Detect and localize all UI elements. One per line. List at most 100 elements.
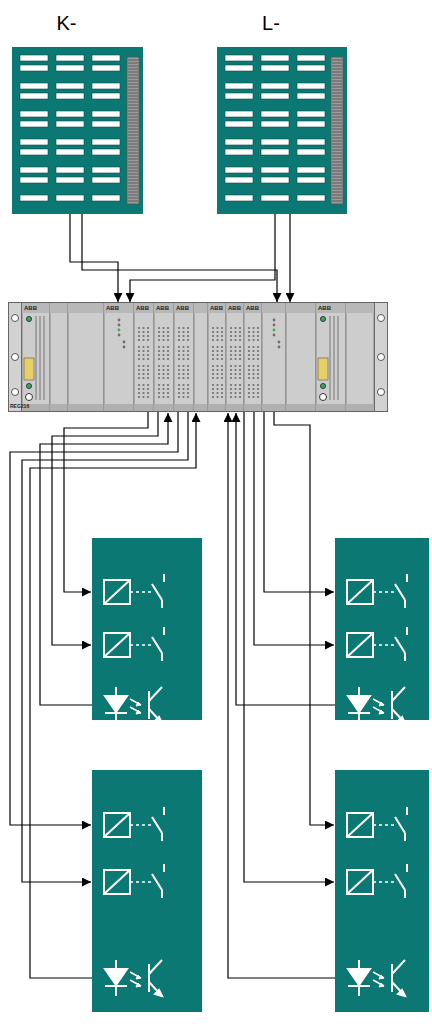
- drawing-circle: [378, 354, 385, 361]
- signal-arrow: [289, 214, 290, 302]
- drawing-rect: [225, 55, 253, 61]
- drawing-circle: [216, 392, 218, 394]
- signal-wire: [264, 412, 334, 592]
- drawing-circle: [158, 358, 160, 360]
- optocoupler-symbol: [348, 960, 405, 996]
- drawing-circle: [187, 358, 189, 360]
- drawing-circle: [234, 392, 236, 394]
- drawing-circle: [378, 315, 385, 322]
- drawing-circle: [167, 331, 169, 333]
- drawing-rect: [174, 404, 194, 411]
- drawing-circle: [234, 339, 236, 341]
- drawing-rect: [208, 404, 226, 411]
- drawing-rect: [261, 83, 289, 89]
- drawing-circle: [12, 389, 19, 396]
- drawing-circle: [182, 369, 184, 371]
- drawing-circle: [230, 392, 232, 394]
- drawing-circle: [162, 392, 164, 394]
- drawing-circle: [138, 365, 140, 367]
- drawing-circle: [230, 331, 232, 333]
- drawing-circle: [162, 339, 164, 341]
- drawing-circle: [216, 327, 218, 329]
- drawing-line: [332, 63, 342, 64]
- drawing-circle: [239, 350, 241, 352]
- drawing-rect: [297, 65, 325, 71]
- drawing-line: [128, 108, 138, 109]
- drawing-line: [332, 171, 342, 172]
- drawing-circle: [182, 392, 184, 394]
- drawing-rect: [346, 303, 374, 411]
- drawing-rect: [20, 195, 48, 201]
- drawing-rect: [104, 303, 134, 313]
- drawing-circle: [212, 392, 214, 394]
- drawing-line: [332, 99, 342, 100]
- relay-symbol: [104, 574, 164, 608]
- drawing-circle: [167, 373, 169, 375]
- drawing-circle: [212, 335, 214, 337]
- drawing-circle: [257, 392, 259, 394]
- drawing-circle: [123, 341, 126, 344]
- drawing-circle: [138, 331, 140, 333]
- relay-symbol: [104, 807, 164, 841]
- optocoupler-symbol: [105, 687, 162, 723]
- drawing-circle: [27, 317, 32, 322]
- drawing-rect: [9, 303, 22, 412]
- drawing-circle: [142, 396, 144, 398]
- panel-drawing: [217, 47, 347, 214]
- drawing-line: [128, 135, 138, 136]
- drawing-line: [332, 159, 342, 160]
- drawing-circle: [248, 331, 250, 333]
- drawing-rect: [262, 404, 286, 411]
- drawing-circle: [162, 365, 164, 367]
- drawing-rect: [225, 139, 253, 145]
- drawing-circle: [182, 373, 184, 375]
- drawing-rect: [194, 303, 208, 313]
- drawing-circle: [142, 350, 144, 352]
- drawing-circle: [257, 327, 259, 329]
- drawing-circle: [239, 365, 241, 367]
- drawing-circle: [178, 350, 180, 352]
- drawing-circle: [147, 369, 149, 371]
- drawing-circle: [162, 331, 164, 333]
- drawing-rect: [92, 167, 120, 173]
- drawing-circle: [158, 335, 160, 337]
- drawing-circle: [234, 358, 236, 360]
- drawing-circle: [138, 384, 140, 386]
- drawing-circle: [162, 396, 164, 398]
- drawing-circle: [221, 350, 223, 352]
- drawing-rect: [56, 65, 84, 71]
- drawing-circle: [138, 327, 140, 329]
- drawing-circle: [234, 335, 236, 337]
- drawing-circle: [221, 331, 223, 333]
- drawing-circle: [252, 335, 254, 337]
- drawing-circle: [142, 377, 144, 379]
- signal-wire: [10, 412, 178, 825]
- drawing-circle: [147, 392, 149, 394]
- drawing-rect: [56, 167, 84, 173]
- panel-label: K-: [12, 8, 143, 38]
- drawing-line: [128, 132, 138, 133]
- drawing-rect: [20, 177, 48, 183]
- drawing-circle: [221, 388, 223, 390]
- module-brand: ABB: [228, 305, 241, 311]
- drawing-rect: [297, 55, 325, 61]
- rack-drawing: [8, 302, 388, 412]
- drawing-circle: [221, 358, 223, 360]
- drawing-circle: [178, 358, 180, 360]
- drawing-rect: [194, 303, 208, 411]
- drawing-circle: [320, 394, 327, 401]
- drawing-circle: [239, 369, 241, 371]
- drawing-rect: [261, 167, 289, 173]
- drawing-rect: [331, 57, 343, 204]
- drawing-line: [332, 141, 342, 142]
- drawing-circle: [182, 350, 184, 352]
- drawing-rect: [134, 303, 154, 313]
- drawing-line: [128, 129, 138, 130]
- relay-symbol: [347, 807, 407, 841]
- drawing-rect: [154, 404, 174, 411]
- drawing-rect: [225, 195, 253, 201]
- drawing-rect: [56, 83, 84, 89]
- relay-symbol: [347, 574, 407, 608]
- drawing-rect: [316, 303, 346, 411]
- drawing-circle: [138, 350, 140, 352]
